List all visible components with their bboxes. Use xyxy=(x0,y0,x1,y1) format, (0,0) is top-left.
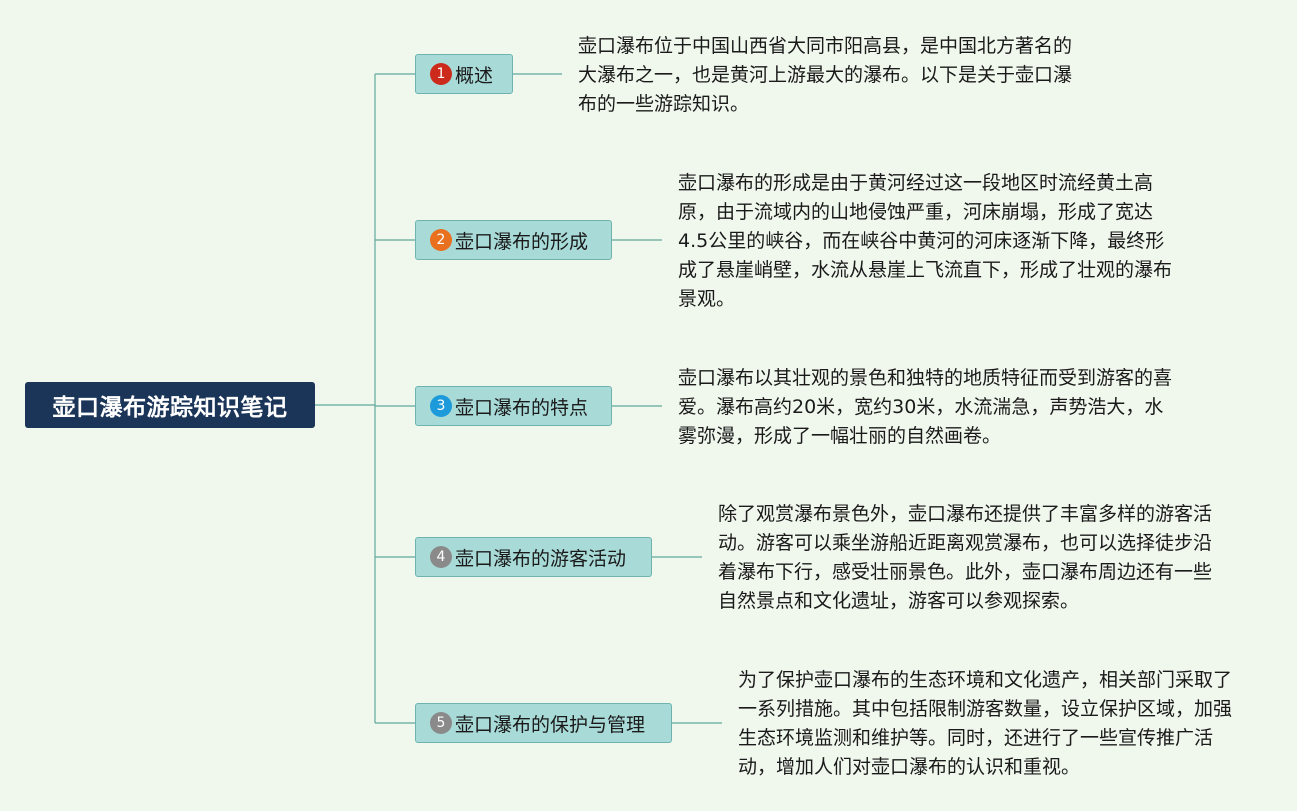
number-badge: 5 xyxy=(430,712,452,734)
topic-description: 壶口瀑布的形成是由于黄河经过这一段地区时流经黄土高原，由于流域内的山地侵蚀严重，… xyxy=(678,172,1173,310)
root-topic[interactable]: 壶口瀑布游踪知识笔记 xyxy=(25,382,315,428)
root-title: 壶口瀑布游踪知识笔记 xyxy=(52,395,288,421)
number-badge: 1 xyxy=(430,63,452,85)
topic-protection[interactable]: 5 壶口瀑布的保护与管理 xyxy=(415,703,672,743)
topic-label: 概述 xyxy=(455,64,494,87)
topic-overview[interactable]: 1 概述 xyxy=(415,54,513,94)
topic-features[interactable]: 3 壶口瀑布的特点 xyxy=(415,386,612,426)
topic-description: 壶口瀑布位于中国山西省大同市阳高县，是中国北方著名的大瀑布之一，也是黄河上游最大… xyxy=(578,35,1073,115)
topic-description: 除了观赏瀑布景色外，壶口瀑布还提供了丰富多样的游客活动。游客可以乘坐游船近距离观… xyxy=(718,503,1213,612)
number-badge: 2 xyxy=(430,229,452,251)
topic-label: 壶口瀑布的形成 xyxy=(455,230,589,253)
number-badge: 4 xyxy=(430,546,452,568)
topic-label: 壶口瀑布的特点 xyxy=(455,396,589,419)
topic-activities[interactable]: 4 壶口瀑布的游客活动 xyxy=(415,537,652,577)
topic-label: 壶口瀑布的保护与管理 xyxy=(455,713,646,736)
number-badge: 3 xyxy=(430,395,452,417)
topic-description: 为了保护壶口瀑布的生态环境和文化遗产，相关部门采取了一系列措施。其中包括限制游客… xyxy=(738,669,1233,778)
topic-description: 壶口瀑布以其壮观的景色和独特的地质特征而受到游客的喜爱。瀑布高约20米，宽约30… xyxy=(678,367,1173,447)
topic-label: 壶口瀑布的游客活动 xyxy=(455,547,627,570)
topic-formation[interactable]: 2 壶口瀑布的形成 xyxy=(415,220,612,260)
